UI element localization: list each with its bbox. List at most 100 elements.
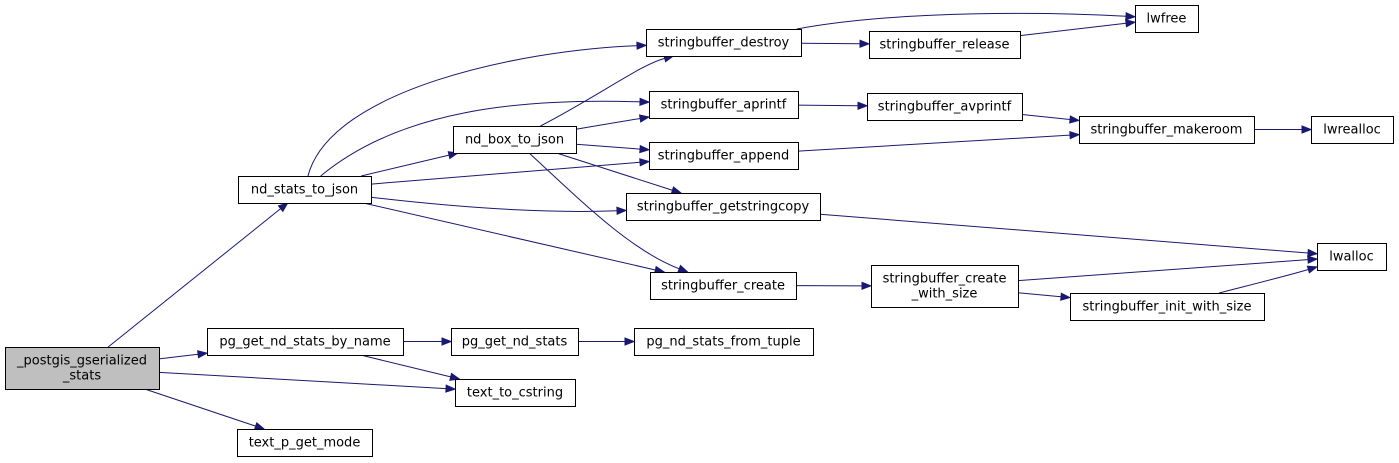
- edge-arrowhead: [1125, 19, 1137, 28]
- edge-line: [819, 213, 1309, 254]
- edge-pg_get_nd_stats_by_name-to-pg_get_nd_stats: [403, 337, 453, 346]
- node-box: [1317, 243, 1387, 271]
- node-stringbuffer_destroy[interactable]: stringbuffer_destroy: [646, 29, 802, 57]
- node-label: stringbuffer_append: [658, 149, 790, 164]
- node-label: stringbuffer_makeroom: [1091, 123, 1243, 138]
- node-label: text_to_cstring: [467, 386, 563, 401]
- edge-root-to-pg_get_nd_stats_by_name: [158, 350, 209, 360]
- edge-nd_stats_to_json-to-nd_box_to_json: [361, 151, 460, 177]
- node-box: [626, 193, 821, 221]
- node-label: stringbuffer_destroy: [658, 36, 790, 51]
- node-stringbuffer_create[interactable]: stringbuffer_create: [650, 272, 797, 300]
- edge-line: [320, 100, 641, 177]
- edge-arrowhead: [861, 281, 873, 291]
- node-label: stringbuffer_avprintf: [878, 100, 1012, 115]
- call-graph-nodes: _postgis_gserialized_stats nd_stats_to_js…: [5, 5, 1394, 457]
- edge-arrowhead: [1125, 11, 1137, 21]
- node-stringbuffer_aprintf[interactable]: stringbuffer_aprintf: [649, 91, 799, 119]
- edge-nd_box_to_json-to-stringbuffer_aprintf: [575, 114, 651, 130]
- edge-stringbuffer_create-to-stringbuffer_create_with_size: [795, 281, 873, 291]
- node-stringbuffer_makeroom[interactable]: stringbuffer_makeroom: [1079, 116, 1255, 144]
- edge-root-to-nd_stats_to_json: [107, 202, 289, 348]
- edge-stringbuffer_avprintf-to-stringbuffer_makeroom: [1021, 114, 1081, 124]
- edge-arrowhead: [677, 264, 689, 273]
- edge-line: [158, 353, 199, 360]
- edge-line: [796, 12, 1127, 30]
- edge-arrowhead: [859, 39, 871, 48]
- node-stringbuffer_init_with_size[interactable]: stringbuffer_init_with_size: [1070, 293, 1265, 321]
- edge-arrowhead: [197, 350, 209, 359]
- node-box: [455, 379, 576, 407]
- edge-arrowhead: [445, 384, 457, 393]
- edge-arrowhead: [1301, 125, 1313, 134]
- node-label: lwfree: [1147, 12, 1187, 27]
- edge-stringbuffer_append-to-stringbuffer_makeroom: [797, 130, 1081, 152]
- node-box: [869, 31, 1021, 59]
- edge-pg_get_nd_stats_by_name-to-text_to_cstring: [360, 354, 461, 381]
- edge-line: [107, 208, 281, 348]
- edge-stringbuffer_getstringcopy-to-lwalloc: [819, 213, 1319, 258]
- node-stringbuffer_create_with_size[interactable]: stringbuffer_create_with_size: [871, 265, 1019, 308]
- node-box: [1079, 116, 1255, 144]
- node-stringbuffer_release[interactable]: stringbuffer_release: [869, 31, 1021, 59]
- node-stringbuffer_avprintf[interactable]: stringbuffer_avprintf: [867, 93, 1023, 121]
- edge-arrowhead: [857, 101, 869, 110]
- node-lwalloc[interactable]: lwalloc: [1317, 243, 1387, 271]
- edge-line: [797, 134, 1071, 152]
- node-box: [1311, 116, 1394, 144]
- node-box: [1070, 293, 1265, 321]
- edge-line: [1218, 268, 1309, 294]
- node-box: [650, 272, 797, 300]
- node-lwrealloc[interactable]: lwrealloc: [1311, 116, 1394, 144]
- edge-arrowhead: [639, 97, 651, 107]
- node-label: stringbuffer_getstringcopy: [637, 200, 810, 215]
- edge-line: [575, 117, 641, 130]
- edge-arrowhead: [639, 144, 651, 154]
- node-box: [5, 347, 160, 390]
- edge-line: [1019, 22, 1127, 37]
- node-pg_get_nd_stats[interactable]: pg_get_nd_stats: [451, 328, 579, 356]
- call-graph-edges: [107, 11, 1319, 430]
- edge-stringbuffer_init_with_size-to-lwalloc: [1218, 265, 1319, 294]
- node-nd_stats_to_json[interactable]: nd_stats_to_json: [238, 176, 372, 204]
- node-box: [634, 328, 814, 356]
- edge-line: [1017, 292, 1062, 298]
- edge-root-to-text_p_get_mode: [144, 388, 266, 430]
- edge-root-to-text_to_cstring: [158, 371, 457, 393]
- edge-nd_box_to_json-to-stringbuffer_append: [575, 143, 651, 154]
- node-root[interactable]: _postgis_gserialized_stats: [5, 347, 160, 390]
- node-box: [238, 176, 372, 204]
- node-text_to_cstring[interactable]: text_to_cstring: [455, 379, 576, 407]
- node-box: [1135, 5, 1199, 33]
- edge-arrowhead: [624, 337, 636, 346]
- edge-line: [800, 42, 861, 45]
- node-text_p_get_mode[interactable]: text_p_get_mode: [237, 429, 373, 457]
- node-label: stringbuffer_release: [879, 38, 1009, 53]
- node-box: [451, 328, 579, 356]
- node-pg_nd_stats_from_tuple[interactable]: pg_nd_stats_from_tuple: [634, 328, 814, 356]
- edge-arrowhead: [636, 41, 648, 50]
- node-box: [237, 429, 373, 457]
- edge-arrowhead: [449, 372, 461, 381]
- edge-nd_stats_to_json-to-stringbuffer_getstringcopy: [370, 196, 628, 215]
- edge-line: [370, 161, 641, 185]
- edge-arrowhead: [1307, 248, 1319, 258]
- node-label: nd_box_to_json: [465, 133, 564, 148]
- node-lwfree[interactable]: lwfree: [1135, 5, 1199, 33]
- node-nd_box_to_json[interactable]: nd_box_to_json: [453, 126, 577, 154]
- edge-line: [1017, 259, 1309, 282]
- node-pg_get_nd_stats_by_name[interactable]: pg_get_nd_stats_by_name: [207, 328, 404, 356]
- edge-line: [540, 57, 665, 127]
- edge-arrowhead: [616, 206, 628, 215]
- node-label: stringbuffer_create: [661, 279, 785, 294]
- edge-line: [797, 104, 859, 107]
- edge-nd_stats_to_json-to-stringbuffer_destroy: [307, 41, 648, 177]
- edge-stringbuffer_destroy-to-lwfree: [796, 11, 1137, 30]
- edge-stringbuffer_aprintf-to-stringbuffer_avprintf: [797, 101, 869, 110]
- node-stringbuffer_append[interactable]: stringbuffer_append: [649, 142, 799, 170]
- node-box: [871, 265, 1019, 308]
- edge-line: [361, 154, 450, 177]
- node-stringbuffer_getstringcopy[interactable]: stringbuffer_getstringcopy: [626, 193, 821, 221]
- edge-arrowhead: [638, 114, 651, 123]
